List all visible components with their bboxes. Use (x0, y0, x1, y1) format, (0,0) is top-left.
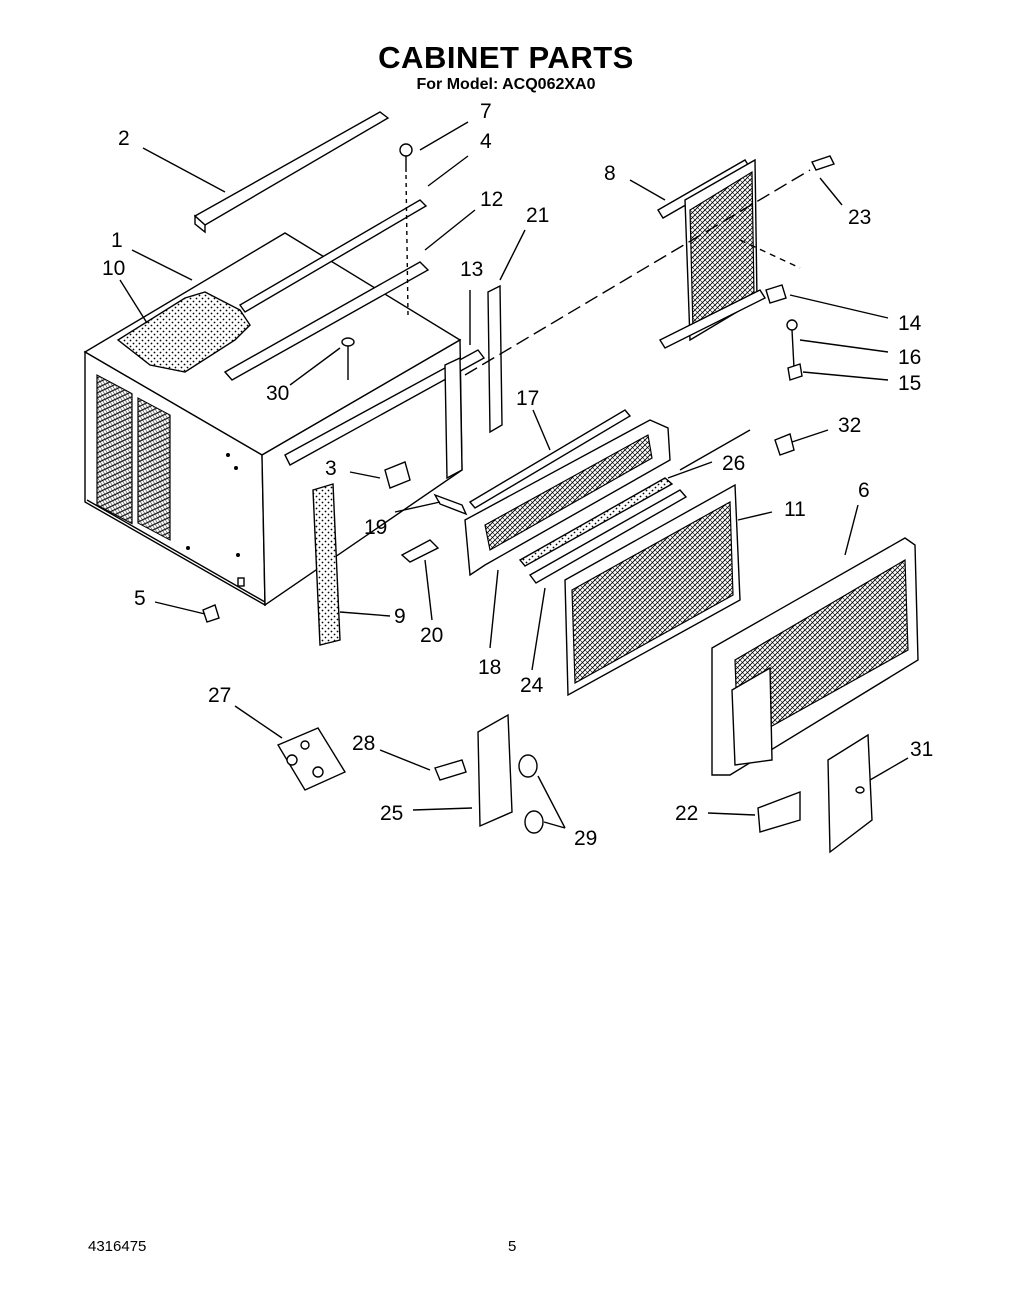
callout-18: 18 (478, 656, 501, 679)
callout-19: 19 (364, 516, 387, 539)
cabinet-shell (83, 232, 463, 607)
label-22 (757, 790, 801, 833)
air-filter-11 (564, 483, 741, 697)
top-rail-4 (238, 199, 428, 313)
callout-22: 22 (675, 802, 698, 825)
callout-29: 29 (574, 827, 597, 850)
latch-19-icon (433, 493, 468, 516)
screw-32-icon (774, 433, 795, 456)
knob-14-icon (765, 284, 787, 304)
air-deflector-bar-17 (468, 409, 632, 509)
bracket-3-icon (384, 461, 411, 489)
callout-12: 12 (480, 188, 503, 211)
callout-11: 11 (784, 498, 806, 521)
side-seal-9 (312, 483, 341, 646)
callout-10: 10 (102, 257, 125, 280)
callout-31: 31 (910, 738, 933, 761)
front-grille-6 (711, 537, 919, 776)
callout-17: 17 (516, 387, 539, 410)
callout-16: 16 (898, 346, 921, 369)
screw-7-icon (399, 143, 413, 316)
callout-20: 20 (420, 624, 443, 647)
model-subtitle: For Model: ACQ062XA0 (416, 76, 596, 93)
callout-28: 28 (352, 732, 375, 755)
callout-2: 2 (118, 127, 130, 150)
screw-5-icon (202, 604, 220, 623)
control-door-31 (827, 733, 873, 854)
terminal-block-28 (434, 759, 467, 781)
mounting-bracket-27 (276, 727, 347, 791)
leader-lines (119, 121, 909, 829)
plug-30-icon (341, 337, 355, 380)
callout-8: 8 (604, 162, 616, 185)
callout-23: 23 (848, 206, 871, 229)
callout-21: 21 (526, 204, 549, 227)
cabinet-louvres (96, 374, 171, 541)
vertical-strip-21 (487, 284, 503, 434)
louvre-frame-18 (464, 419, 671, 577)
callout-6: 6 (858, 479, 870, 502)
top-rail-2 (193, 111, 390, 234)
callout-15: 15 (898, 372, 921, 395)
top-rail-12 (223, 261, 430, 381)
side-curtain-8 (657, 158, 767, 349)
callout-labels: 1 2 3 4 5 6 7 8 9 10 11 12 13 14 15 16 1… (102, 100, 933, 850)
callout-4: 4 (480, 130, 492, 153)
callout-25: 25 (380, 802, 403, 825)
control-plate-25 (477, 713, 513, 828)
seal-strip-26 (518, 477, 674, 567)
callout-3: 3 (325, 457, 337, 480)
callout-14: 14 (898, 312, 922, 335)
callout-24: 24 (520, 674, 544, 697)
control-knobs-29 (518, 754, 544, 834)
document-number: 4316475 (88, 1238, 147, 1255)
callout-32: 32 (838, 414, 861, 437)
callout-13: 13 (460, 258, 483, 281)
seal-strip-24 (528, 489, 688, 584)
vertical-post-13 (444, 356, 463, 480)
page-number: 5 (508, 1238, 517, 1255)
screw-23-icon (811, 155, 835, 171)
callout-5: 5 (134, 587, 146, 610)
callout-27: 27 (208, 684, 231, 707)
top-insulation-pad (116, 291, 251, 373)
screw-16-icon (786, 319, 798, 369)
callout-30: 30 (266, 382, 289, 405)
clip-15-icon (787, 363, 803, 381)
callout-26: 26 (722, 452, 745, 475)
spring-clip-20-icon (400, 539, 440, 563)
callout-7: 7 (480, 100, 492, 123)
front-top-rail (284, 349, 486, 466)
diagram-title: CABINET PARTS (378, 40, 634, 75)
callout-1: 1 (111, 229, 123, 252)
callout-9: 9 (394, 605, 406, 628)
